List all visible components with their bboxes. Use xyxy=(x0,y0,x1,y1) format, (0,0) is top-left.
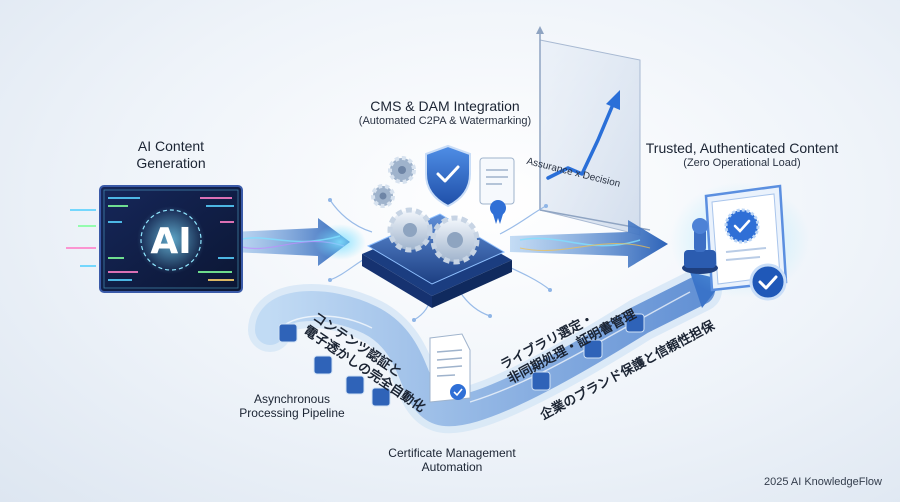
async-pipeline-line2: Processing Pipeline xyxy=(239,406,345,421)
ai-generation-line1: AI Content xyxy=(137,138,205,154)
trusted-content-subtitle: (Zero Operational Load) xyxy=(683,156,801,169)
main-flow-arrow-out xyxy=(510,220,668,268)
stamp-icon xyxy=(682,218,718,274)
cms-dam-label: CMS & DAM Integration (Automated C2PA & … xyxy=(350,98,540,128)
async-pipeline-label: Asynchronous Processing Pipeline xyxy=(222,392,362,421)
pipeline-cube xyxy=(531,371,551,391)
trusted-content-icon xyxy=(670,182,810,298)
certificate-management-label: Certificate Management Automation xyxy=(372,446,532,475)
verified-badge-icon xyxy=(749,263,787,301)
trusted-content-label: Trusted, Authenticated Content (Zero Ope… xyxy=(632,140,852,170)
certificate-icon xyxy=(479,157,515,224)
pipeline-cube xyxy=(625,313,645,333)
cms-dam-title: CMS & DAM Integration xyxy=(370,98,520,114)
certificate-management-line2: Automation xyxy=(421,460,483,475)
gear-icon xyxy=(430,215,480,265)
pipeline-cube xyxy=(313,355,333,375)
cms-dam-platform xyxy=(328,144,552,322)
pipeline-cube xyxy=(345,375,365,395)
trusted-content-title: Trusted, Authenticated Content xyxy=(645,140,839,156)
ai-chip-text: AI xyxy=(150,221,191,262)
footer-credit: 2025 AI KnowledgeFlow xyxy=(763,476,882,488)
pipeline-cube xyxy=(278,323,298,343)
certificate-document-icon xyxy=(429,333,471,403)
ai-generation-label: AI Content Generation xyxy=(118,138,224,172)
processing-pipeline xyxy=(248,268,724,434)
main-flow-arrow-in xyxy=(232,218,366,266)
pipeline-cube xyxy=(583,339,603,359)
gear-icon xyxy=(371,184,395,208)
ai-generation-line2: Generation xyxy=(136,154,206,171)
gear-icon xyxy=(388,156,416,184)
assurance-graph xyxy=(536,26,651,236)
cms-dam-subtitle: (Automated C2PA & Watermarking) xyxy=(358,114,532,127)
pipeline-cube xyxy=(371,387,391,407)
certificate-management-line1: Certificate Management xyxy=(388,446,516,460)
ai-generation-panel: AI xyxy=(66,185,243,293)
gear-icon xyxy=(387,207,433,253)
shield-check-icon xyxy=(425,144,471,208)
async-pipeline-line1: Asynchronous xyxy=(253,392,331,406)
